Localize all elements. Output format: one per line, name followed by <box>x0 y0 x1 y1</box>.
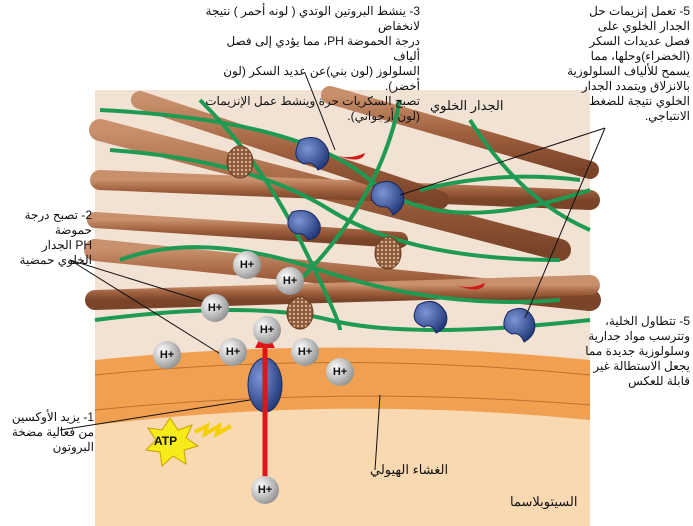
step3-label: 3- ينشط البروتين الوتدي ( لونه أحمر ) نت… <box>205 4 420 123</box>
proton-ion: H+ <box>153 341 181 369</box>
step1-label: 1- يزيد الأوكسين من فعالية مضخة البروتون <box>11 410 94 454</box>
step5a-label: 5- تعمل إنزيمات حل الجدار الخلوي على فصل… <box>567 4 690 123</box>
expansin-proteins <box>335 153 485 290</box>
proton-ion: H+ <box>201 294 229 322</box>
cell-wall-label: الجدار الخلوي <box>430 98 504 113</box>
polysaccharide-strands <box>94 98 591 332</box>
atp-label: ATP <box>154 434 178 448</box>
proton-ion: H+ <box>253 316 281 344</box>
atp-burst-icon <box>144 417 232 468</box>
plasma-membrane <box>95 347 590 425</box>
energy-bolt-icon <box>194 421 232 439</box>
proton-ion: H+ <box>233 251 261 279</box>
plasma-membrane-label: الغشاء الهيولي <box>370 462 449 477</box>
proton-ion: H+ <box>276 267 304 295</box>
proton-ion: H+ <box>291 338 319 366</box>
proton-ion: H+ <box>219 338 247 366</box>
proton-ion: H+ <box>326 358 354 386</box>
leader-lines <box>59 72 606 471</box>
proton-ion: H+ <box>251 476 279 504</box>
step2-label: 2- تصبح درجة حموضة PH الجدار الخلوي حمضي… <box>19 208 92 267</box>
step5b-label: 5- تتطاول الخلية، وتترسب مواد جدارية وسل… <box>585 314 690 388</box>
wall-enzymes <box>287 137 536 343</box>
cytoplasm-label: السيتوبلاسما <box>510 494 578 509</box>
cellulose-bundles <box>226 145 402 330</box>
